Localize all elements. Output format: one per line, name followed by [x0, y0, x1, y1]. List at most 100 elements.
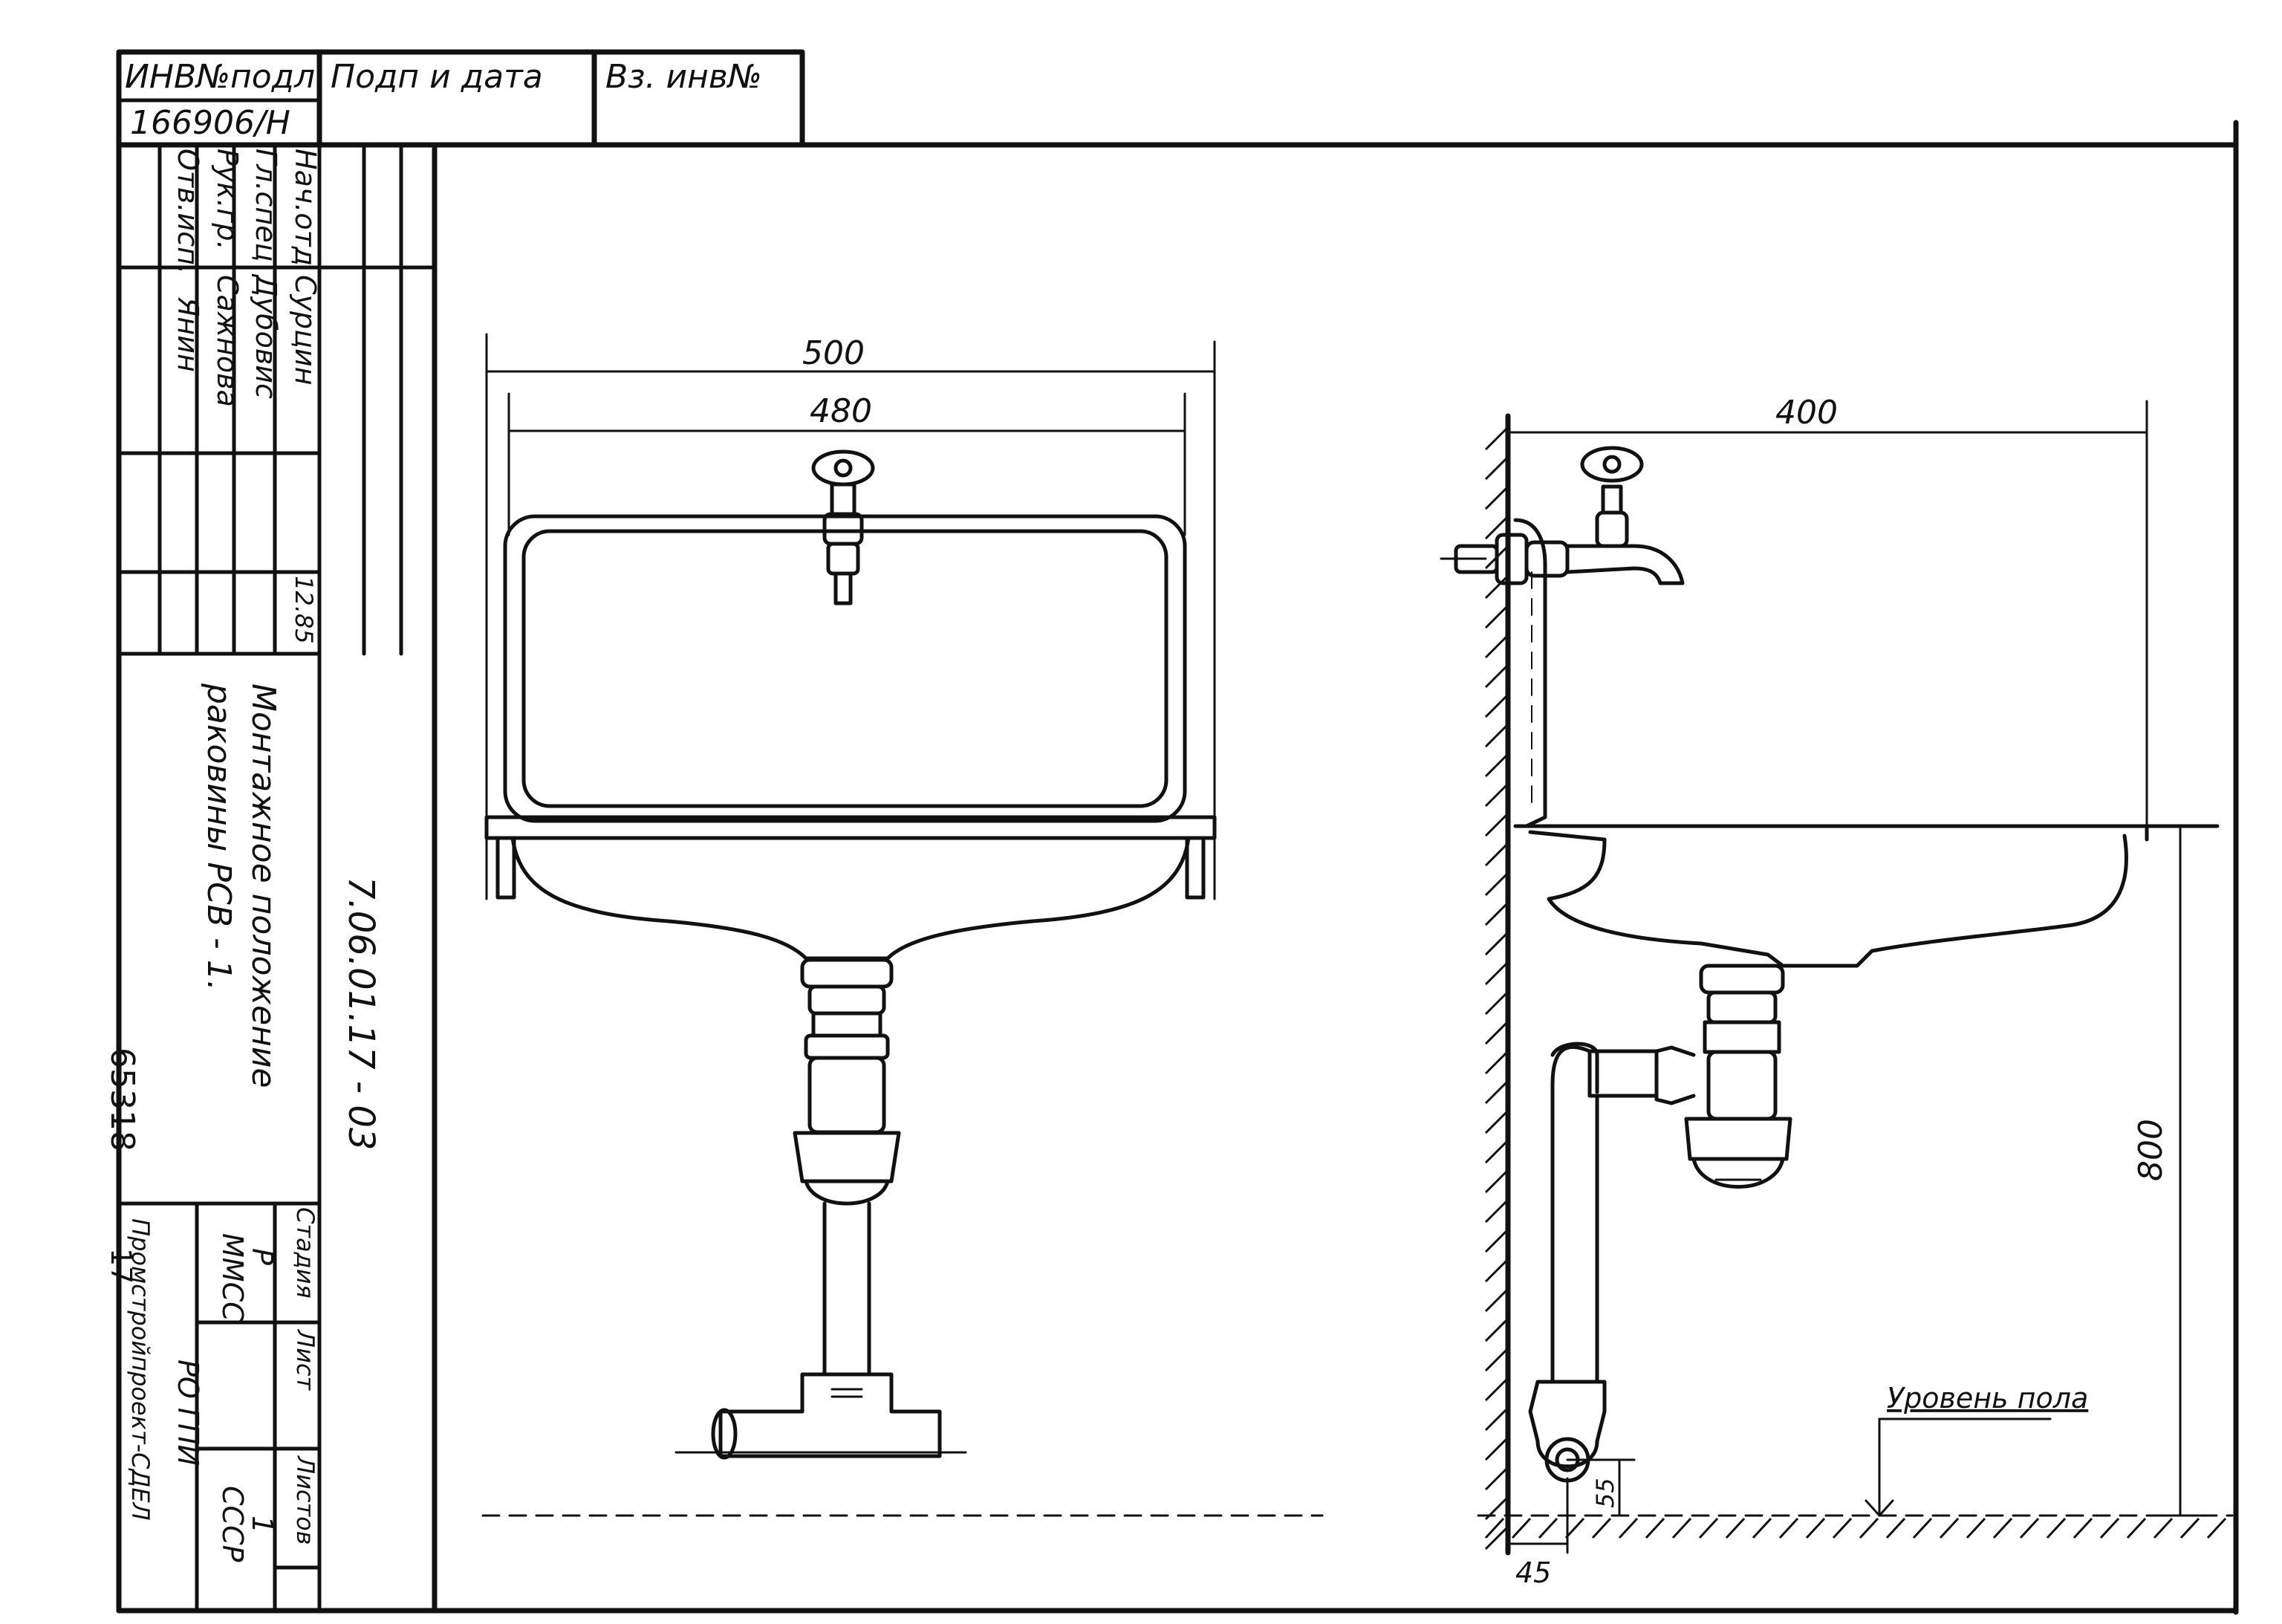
drawing-code: 7.06.01.17 - 03	[340, 877, 382, 1150]
floor-hatch-stroke	[1912, 1517, 1933, 1539]
stage-label: Стадия	[291, 1207, 319, 1299]
sheet-value: 1	[246, 1516, 279, 1533]
wall-hatch-stroke	[1484, 485, 1509, 510]
wall-hatch-stroke	[1484, 515, 1509, 540]
wall-hatch-stroke	[1484, 931, 1509, 956]
wall-hatch-stroke	[1484, 1198, 1509, 1224]
wall-hatch-stroke	[1484, 723, 1509, 748]
side-dim-height: 800	[2132, 1119, 2170, 1181]
floor-hatch-stroke	[1992, 1517, 2013, 1539]
ref-inv-label: Вз. инв№	[605, 58, 762, 96]
floor-hatch-stroke	[1859, 1517, 1879, 1539]
org-line3: СССР	[216, 1486, 249, 1562]
wall-hatch-stroke	[1484, 604, 1509, 629]
side-tap-icon	[1440, 446, 1685, 585]
name-1: Сурцин	[289, 275, 322, 386]
name-2: Дубовис	[250, 273, 282, 399]
role-3: Рук.гр.	[211, 149, 244, 250]
drawing-title-line2: раковины РСВ - 1.	[200, 683, 238, 991]
floor-hatch-stroke	[1538, 1517, 1558, 1539]
floor-hatch-stroke	[2126, 1517, 2147, 1539]
wall-hatch-stroke	[1484, 1079, 1509, 1105]
floor-hatch-stroke	[1618, 1517, 1639, 1539]
wall-hatch-stroke	[1484, 1139, 1509, 1164]
wall-hatch-stroke	[1484, 455, 1509, 481]
wall-hatch-stroke	[1484, 1406, 1509, 1432]
wall-hatch-stroke	[1484, 693, 1509, 718]
floor-hatch-stroke	[1671, 1517, 1692, 1539]
wall-hatching	[1484, 426, 1509, 1550]
floor-hatch-stroke	[2179, 1517, 2200, 1539]
floor-hatch-stroke	[1511, 1517, 1532, 1539]
wall-hatch-stroke	[1484, 782, 1509, 808]
stage-value: Р	[246, 1248, 279, 1265]
margin-sub: 17	[105, 1248, 137, 1284]
name-3: Сажнова	[211, 275, 244, 407]
inv-no-label: ИНВ№подл	[125, 58, 315, 96]
wall-hatch-stroke	[1484, 812, 1509, 837]
side-dim-wall-offset: 45	[1515, 1556, 1551, 1589]
floor-hatch-stroke	[2073, 1517, 2093, 1539]
org-line4: Промстройпроект-СДЕЛ	[126, 1218, 155, 1521]
floor-hatch-stroke	[1564, 1517, 1585, 1539]
wall-hatch-stroke	[1484, 990, 1509, 1016]
wall-hatch-stroke	[1484, 1109, 1509, 1134]
floor-hatch-stroke	[2153, 1517, 2174, 1539]
wall-hatch-stroke	[1484, 426, 1509, 451]
floor-hatch-stroke	[1645, 1517, 1665, 1539]
floor-hatch-stroke	[1484, 1517, 1505, 1539]
floor-hatch-stroke	[1778, 1517, 1799, 1539]
wall-hatch-stroke	[1484, 1466, 1509, 1491]
stamp-date: 12.85	[290, 576, 318, 644]
side-siphon-icon	[1528, 964, 1792, 1483]
floor-level-label: Уровень пола	[1887, 1382, 2088, 1414]
role-4: Отв.исп.	[172, 149, 204, 274]
wall-hatch-stroke	[1484, 1317, 1509, 1342]
role-1: Нач.отд	[289, 149, 322, 266]
front-siphon-icon	[674, 958, 967, 1460]
front-dim-inner: 480	[810, 392, 872, 430]
sheet-frame	[116, 49, 2239, 1615]
floor-hatch-stroke	[1832, 1517, 1853, 1539]
front-tap-icon	[811, 449, 875, 605]
wall-hatch-stroke	[1484, 1228, 1509, 1253]
wall-hatch-stroke	[1484, 574, 1509, 600]
stamp-roles: Нач.отд Гл.спец Рук.гр. Отв.исп.	[172, 149, 322, 274]
floor-hatch-stroke	[1939, 1517, 1960, 1539]
stamp-names: Сурцин Дубовис Сажнова Янин	[172, 273, 322, 407]
side-dim-outlet-height: 55	[1591, 1478, 1619, 1508]
floor-hatch-stroke	[1885, 1517, 1906, 1539]
margin-number: 65318	[103, 1048, 141, 1152]
sheets-label: Листов	[291, 1455, 319, 1545]
floor-hatch-stroke	[1752, 1517, 1772, 1539]
front-dim-outer: 500	[802, 334, 865, 372]
floor-hatch-stroke	[1966, 1517, 1986, 1539]
wall-hatch-stroke	[1484, 1020, 1509, 1045]
wall-hatch-stroke	[1484, 901, 1509, 926]
wall-hatch-stroke	[1484, 1050, 1509, 1075]
wall-hatch-stroke	[1484, 1377, 1509, 1402]
floor-hatch-stroke	[2099, 1517, 2120, 1539]
front-view	[481, 333, 1324, 1517]
wall-hatch-stroke	[1484, 1287, 1509, 1313]
wall-hatch-stroke	[1484, 842, 1509, 867]
wall-hatch-stroke	[1484, 1347, 1509, 1372]
inv-no-value: 166906/Н	[130, 104, 290, 142]
org-line1: ММСС	[216, 1233, 249, 1322]
wall-hatch-stroke	[1484, 1436, 1509, 1461]
floor-hatch-stroke	[1805, 1517, 1826, 1539]
floor-hatch-stroke	[1725, 1517, 1746, 1539]
floor-hatch-stroke	[2206, 1517, 2227, 1539]
wall-hatch-stroke	[1484, 634, 1509, 659]
wall-hatch-stroke	[1484, 1525, 1509, 1550]
name-4: Янин	[172, 296, 204, 372]
floor-hatch-stroke	[2046, 1517, 2067, 1539]
wall-hatch-stroke	[1484, 1169, 1509, 1194]
wall-hatch-stroke	[1484, 753, 1509, 778]
floor-hatching	[1484, 1517, 2227, 1539]
org-line2: РО ГПИ	[172, 1360, 204, 1466]
sheet-label: Лист	[291, 1329, 319, 1391]
wall-hatch-stroke	[1484, 663, 1509, 689]
title-block	[117, 143, 437, 1613]
